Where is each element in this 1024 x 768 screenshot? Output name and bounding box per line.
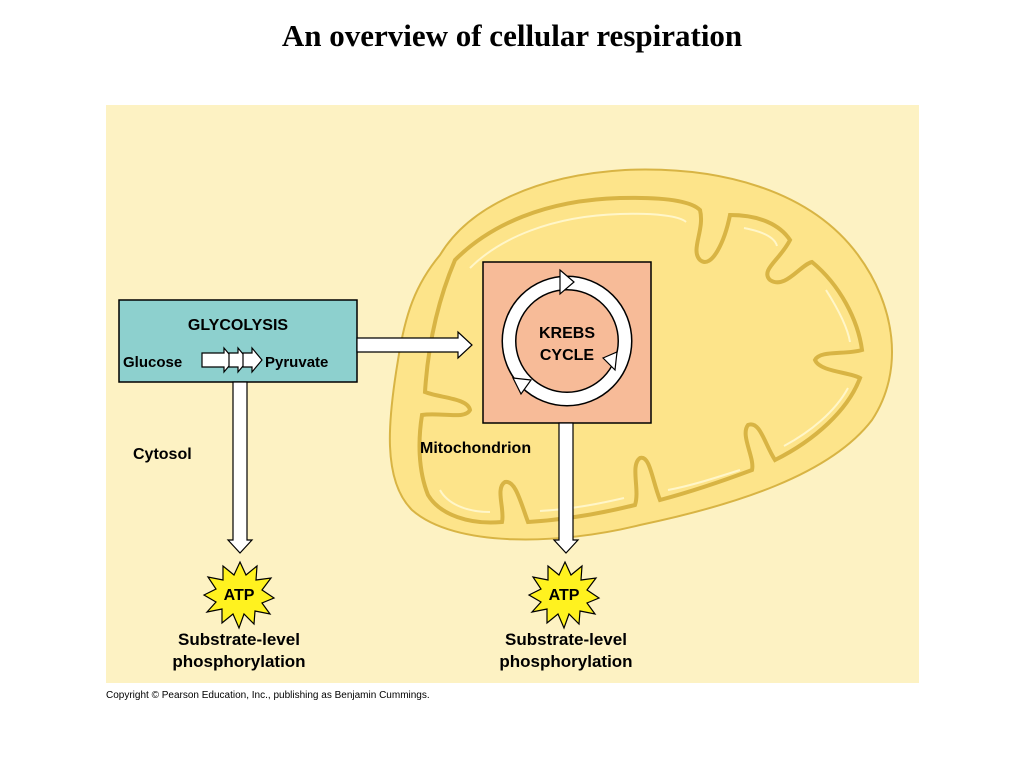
slide-title: An overview of cellular respiration — [281, 18, 743, 53]
glucose-label: Glucose — [123, 354, 182, 371]
glucose-to-pyruvate-arrows — [201, 346, 263, 374]
atp-starburst-icon — [527, 560, 601, 630]
krebs-label-line1: KREBS — [539, 325, 595, 342]
atp-burst-left: ATP — [202, 560, 276, 630]
krebs-to-atp-arrow — [552, 422, 580, 554]
atp-burst-right: ATP — [527, 560, 601, 630]
atp-starburst-icon — [202, 560, 276, 630]
krebs-arrowhead-top — [559, 268, 575, 296]
atp-left-label: ATP — [224, 587, 255, 604]
krebs-cycle-box: KREBS CYCLE — [482, 261, 652, 424]
glycolysis-box: GLYCOLYSIS Glucose Pyruvate — [118, 299, 358, 383]
atp-left-caption-line1: Substrate-level — [178, 630, 300, 649]
krebs-arrowhead-left — [511, 377, 533, 396]
cytosol-label: Cytosol — [133, 446, 192, 463]
atp-right-caption-line1: Substrate-level — [505, 630, 627, 649]
glycolysis-to-atp-arrow — [226, 381, 254, 554]
mitochondrion-inner-membrane — [417, 195, 865, 525]
mitochondrion-label: Mitochondrion — [420, 440, 531, 457]
atp-left-caption-line2: phosphorylation — [172, 652, 305, 671]
copyright-notice: Copyright © Pearson Education, Inc., pub… — [106, 690, 430, 701]
pyruvate-label: Pyruvate — [265, 354, 328, 371]
krebs-arrowhead-right — [601, 351, 618, 372]
mitochondrion-inner-membrane-inner — [439, 212, 851, 513]
pyruvate-to-krebs-arrow — [356, 330, 473, 360]
atp-right-caption-line2: phosphorylation — [499, 652, 632, 671]
glycolysis-title: GLYCOLYSIS — [188, 317, 289, 334]
atp-right-label: ATP — [549, 587, 580, 604]
krebs-label-line2: CYCLE — [540, 347, 595, 364]
